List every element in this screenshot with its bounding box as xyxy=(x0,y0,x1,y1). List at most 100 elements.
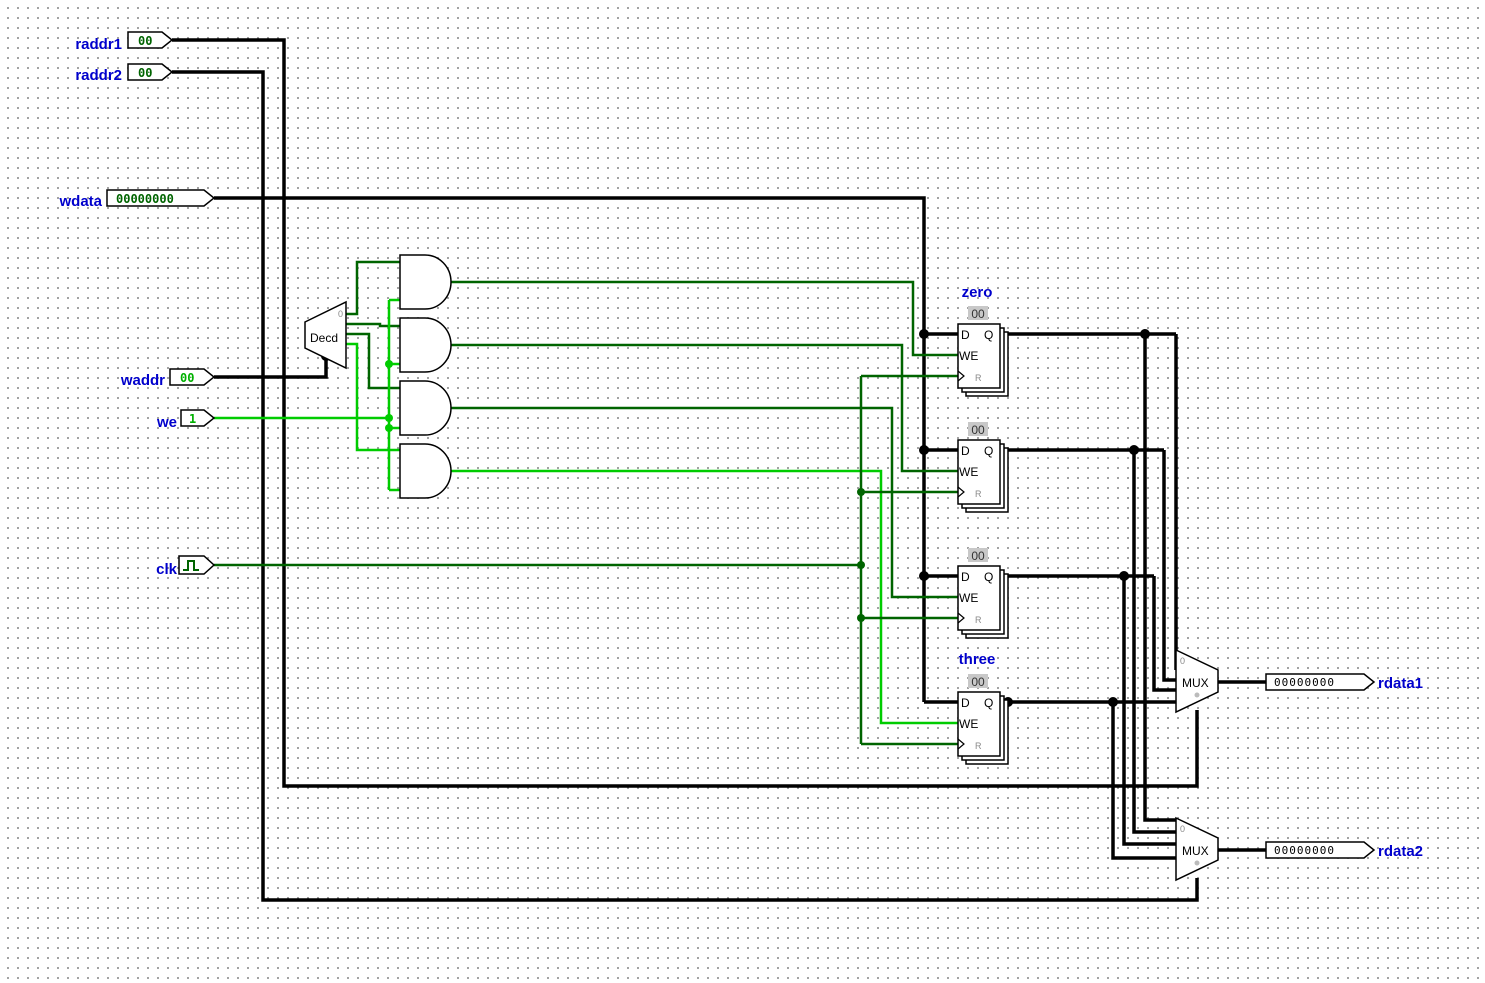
pin-label-waddr: waddr xyxy=(120,372,165,389)
decoder-label: Decd xyxy=(310,331,338,345)
register-q-label: Q xyxy=(984,328,993,342)
register-value: 00 xyxy=(971,307,985,321)
register-we-label: WE xyxy=(959,465,978,479)
junction-dot xyxy=(1140,329,1150,339)
register-we-label: WE xyxy=(959,717,978,731)
mux-label: MUX xyxy=(1182,676,1209,690)
pin-label-clk: clk xyxy=(156,561,178,578)
input-pin-raddr2[interactable]: raddr2 00 xyxy=(75,63,174,84)
register-three[interactable]: three 00 D Q WE R xyxy=(957,651,1009,765)
register-d-label: D xyxy=(961,696,970,710)
input-pin-waddr[interactable]: waddr 00 xyxy=(120,368,216,389)
wire-waddr xyxy=(214,356,328,379)
junction-dot xyxy=(1119,571,1129,581)
and-gate-3[interactable] xyxy=(399,443,452,499)
register-name: zero xyxy=(962,284,993,301)
junction-dot xyxy=(1129,445,1139,455)
register-two[interactable]: 00 D Q WE R xyxy=(957,548,1009,639)
wire-and2-we xyxy=(451,406,958,599)
clock-input-icon xyxy=(957,738,965,750)
mux-select-label: 0 xyxy=(1180,824,1185,834)
and-gate-0[interactable] xyxy=(399,254,452,310)
register-value-bg xyxy=(968,306,988,320)
input-pin-raddr1[interactable]: raddr1 00 xyxy=(75,31,174,53)
wire-q1-mux1 xyxy=(1162,450,1176,682)
wire-q2-mux2 xyxy=(1122,576,1176,846)
and-gate-1[interactable] xyxy=(399,317,452,373)
wire-dec-3 xyxy=(346,342,400,452)
decoder-select-label: 0 xyxy=(338,309,343,319)
register-q-label: Q xyxy=(984,570,993,584)
mux-enable-dot xyxy=(1194,860,1200,866)
wire-wdata xyxy=(214,196,926,702)
junction-dot xyxy=(857,614,865,622)
register-r-label: R xyxy=(975,489,982,499)
register-q-label: Q xyxy=(984,696,993,710)
wire-q2-mux1 xyxy=(1152,576,1176,692)
pin-label-raddr2: raddr2 xyxy=(75,67,122,84)
pin-label-wdata: wdata xyxy=(58,193,102,210)
wire-raddr1 xyxy=(172,38,1199,788)
register-r-label: R xyxy=(975,615,982,625)
register-we-label: WE xyxy=(959,591,978,605)
mux-enable-dot xyxy=(1194,692,1200,698)
register-d-label: D xyxy=(961,444,970,458)
input-clock-clk[interactable]: clk xyxy=(156,555,216,578)
input-pin-wdata[interactable]: wdata 00000000 xyxy=(58,189,216,210)
junction-dot xyxy=(919,445,929,455)
wire-and0-we xyxy=(451,280,958,357)
junction-dot xyxy=(857,561,865,569)
wire-and1-we xyxy=(451,343,958,473)
pin-value-waddr: 00 xyxy=(180,371,194,385)
junction-dot xyxy=(1108,697,1118,707)
pin-value-raddr1: 00 xyxy=(138,34,152,48)
mux-rdata1[interactable]: MUX 0 xyxy=(1175,648,1219,714)
output-pin-rdata1: 00000000 rdata1 xyxy=(1265,673,1423,692)
clock-input-icon xyxy=(957,612,965,624)
decoder[interactable]: Decd 0 xyxy=(304,300,347,370)
pin-value-wdata: 00000000 xyxy=(116,192,174,206)
wire-q1-mux2 xyxy=(1132,450,1176,834)
wire-raddr2 xyxy=(172,70,1199,902)
output-value-rdata2: 00000000 xyxy=(1274,844,1335,857)
wire-dec-2 xyxy=(346,332,400,390)
input-pin-we[interactable]: we 1 xyxy=(156,409,216,431)
and-gate-2[interactable] xyxy=(399,380,452,436)
register-we-label: WE xyxy=(959,349,978,363)
register-one[interactable]: 00 D Q WE R xyxy=(957,422,1009,513)
register-value: 00 xyxy=(971,675,985,689)
register-zero[interactable]: zero 00 D Q WE R xyxy=(957,284,1009,397)
pin-label-we: we xyxy=(156,414,177,431)
junction-dot xyxy=(385,424,393,432)
junctions xyxy=(321,329,1150,707)
register-value-bg xyxy=(968,674,988,688)
register-value-bg xyxy=(968,422,988,436)
wires xyxy=(172,38,1266,902)
junction-dot xyxy=(857,488,865,496)
output-label-rdata2: rdata2 xyxy=(1378,843,1423,860)
junction-dot xyxy=(919,571,929,581)
mux-select-label: 0 xyxy=(1180,656,1185,666)
register-value: 00 xyxy=(971,423,985,437)
pin-value-we: 1 xyxy=(189,412,196,426)
junction-dot xyxy=(919,329,929,339)
output-label-rdata1: rdata1 xyxy=(1378,675,1423,692)
register-name: three xyxy=(959,651,996,668)
mux-rdata2[interactable]: MUX 0 xyxy=(1175,816,1219,882)
output-value-rdata1: 00000000 xyxy=(1274,676,1335,689)
wire-q0-mux2 xyxy=(1143,334,1176,822)
junction-dot xyxy=(385,414,393,422)
register-r-label: R xyxy=(975,741,982,751)
pin-value-raddr2: 00 xyxy=(138,66,152,80)
wire-dec-0 xyxy=(346,260,400,316)
clock-icon xyxy=(183,560,199,571)
register-d-label: D xyxy=(961,328,970,342)
junction-dot xyxy=(385,360,393,368)
pin-label-raddr1: raddr1 xyxy=(75,36,122,53)
wire-dec-1 xyxy=(346,322,400,328)
wire-and3-we xyxy=(451,469,958,725)
register-d-label: D xyxy=(961,570,970,584)
register-value: 00 xyxy=(971,549,985,563)
register-value-bg xyxy=(968,548,988,562)
